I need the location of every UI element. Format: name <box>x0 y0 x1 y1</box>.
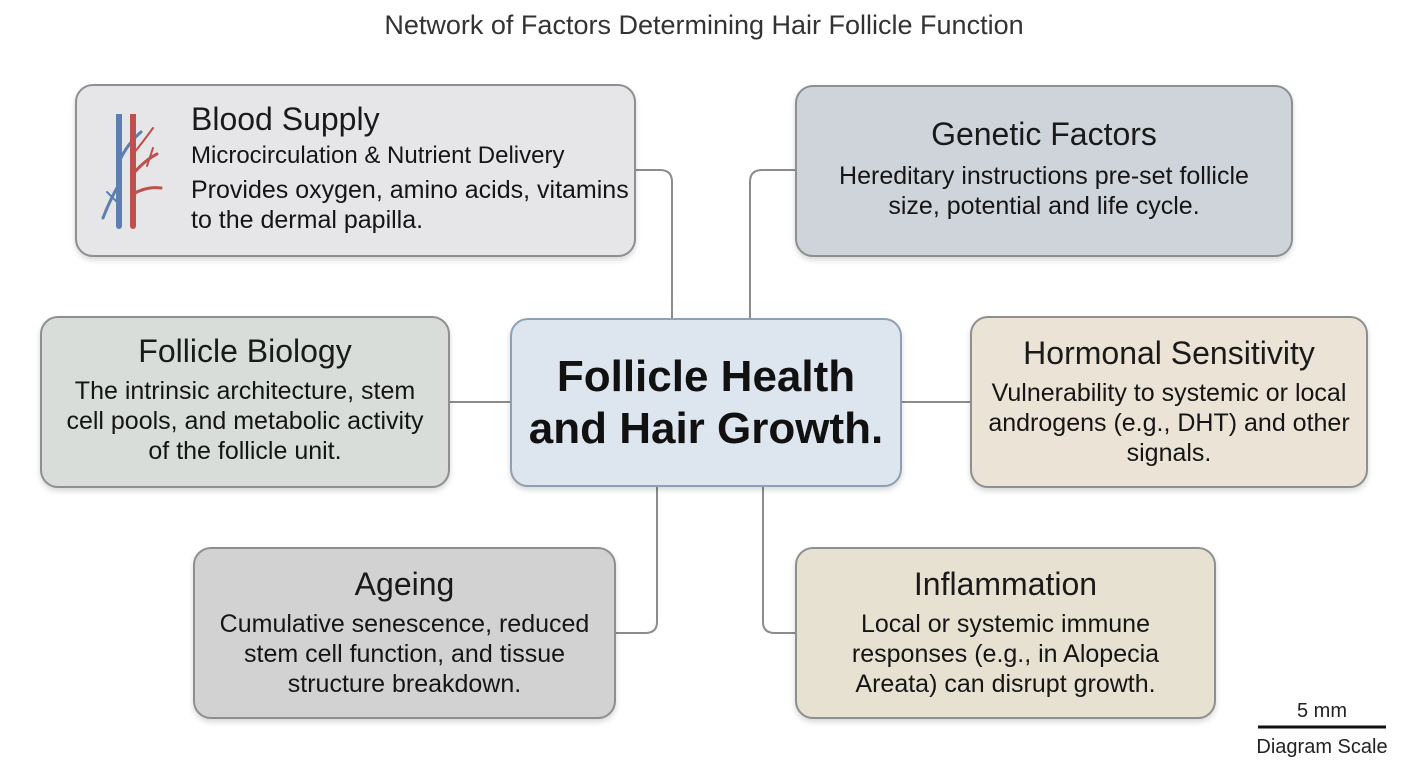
hormonal-sensitivity-description: Vulnerability to systemic or local andro… <box>988 379 1350 468</box>
inflammation-title: Inflammation <box>913 566 1098 602</box>
connector-genetic <box>749 169 795 318</box>
blood-supply-box: Blood Supply Microcirculation & Nutrient… <box>75 84 636 257</box>
scale-label: Diagram Scale <box>1256 736 1388 758</box>
genetic-factors-description: Hereditary instructions pre-set follicle… <box>839 162 1249 221</box>
diagram-title: Network of Factors Determining Hair Foll… <box>384 10 1024 40</box>
inflammation-description: Local or systemic immune responses (e.g.… <box>851 610 1160 699</box>
connector-ageing <box>616 487 658 634</box>
follicle-biology-title: Follicle Biology <box>138 333 352 369</box>
ageing-title: Ageing <box>354 566 455 602</box>
scale-value: 5 mm <box>1297 700 1347 722</box>
blood-supply-title: Blood Supply <box>191 101 380 137</box>
ageing-description: Cumulative senescence, reduced stem cell… <box>219 610 590 699</box>
central-node-label: Follicle Health and Hair Growth. <box>528 352 884 453</box>
hormonal-sensitivity-title: Hormonal Sensitivity <box>1023 335 1315 371</box>
genetic-factors-title: Genetic Factors <box>931 116 1157 152</box>
inflammation-box: Inflammation Local or systemic immune re… <box>795 547 1216 719</box>
central-node: Follicle Health and Hair Growth. <box>510 318 902 487</box>
blood-supply-subtitle: Microcirculation & Nutrient Delivery <box>191 142 565 170</box>
ageing-box: Ageing Cumulative senescence, reduced st… <box>193 547 616 719</box>
connector-inflammation <box>762 487 795 634</box>
hormonal-sensitivity-box: Hormonal Sensitivity Vulnerability to sy… <box>970 316 1368 488</box>
blood-supply-description: Provides oxygen, amino acids, vitamins t… <box>191 176 629 235</box>
genetic-factors-box: Genetic Factors Hereditary instructions … <box>795 85 1293 257</box>
blood-vessel-icon <box>101 114 163 229</box>
follicle-biology-box: Follicle Biology The intrinsic architect… <box>40 316 450 488</box>
connector-blood-supply <box>636 169 673 318</box>
follicle-biology-description: The intrinsic architecture, stem cell po… <box>66 377 424 466</box>
